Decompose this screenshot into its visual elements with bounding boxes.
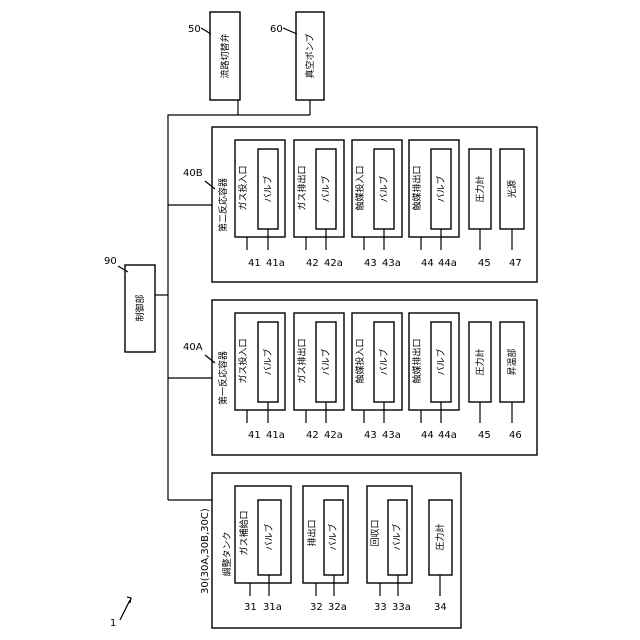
port-name: 排出口 [306,519,318,546]
valve-name: バルブ [391,523,403,550]
gauge-name: 圧力計 [434,523,446,550]
adjustment-tank: 調整タンク 30(30A,30B,30C) ガス補給口 バルブ 31 31a 排… [200,473,461,628]
valve-number: 32a [328,602,347,613]
port-name: 触媒投入口 [354,165,366,210]
tank-name: 調整タンク [221,531,233,576]
port-number: 41 [248,430,261,441]
port-number: 44 [421,430,434,441]
light-source-name: 光源 [506,180,518,198]
valve-name: バルブ [262,175,274,202]
valve-name: バルブ [320,348,332,375]
valve-name: バルブ [327,523,339,550]
port-name: ガス補給口 [238,510,250,555]
port-number: 42 [306,258,319,269]
vacuum-pump-name: 真空ポンプ [304,34,316,79]
valve-number: 41a [266,430,285,441]
valve-name: バルブ [378,348,390,375]
valve-number: 31a [263,602,282,613]
valve-number: 44a [438,258,457,269]
valve-name: バルブ [262,348,274,375]
gauge-name: 圧力計 [474,175,486,202]
port-name: ガス投入口 [237,165,249,210]
heater-name: 昇温部 [506,348,518,375]
port-number: 31 [244,602,257,613]
port-number: 41 [248,258,261,269]
switch-valve-name: 流路切替弁 [219,33,231,78]
valve-name: バルブ [378,175,390,202]
port-number: 32 [310,602,323,613]
gauge-number: 34 [434,602,447,613]
system-number: 1 [110,618,116,629]
valve-number: 44a [438,430,457,441]
first-reactor: 第一反応容器 40A ガス投入口 バルブ 41 41a ガス排出口 バルブ 42… [183,300,537,455]
port-name: ガス排出口 [296,165,308,210]
port-number: 43 [364,258,377,269]
valve-number: 42a [324,430,343,441]
valve-name: バルブ [435,348,447,375]
valve-name: バルブ [263,523,275,550]
controller-number: 90 [104,256,117,267]
reactor2-number: 40B [183,168,203,179]
port-number: 43 [364,430,377,441]
tank-number: 30(30A,30B,30C) [200,508,211,594]
port-number: 44 [421,258,434,269]
reactor2-name: 第二反応容器 [217,178,229,232]
second-reactor: 第二反応容器 40B ガス投入口 バルブ 41 41a ガス排出口 バルブ 42… [183,127,537,282]
valve-number: 43a [382,430,401,441]
port-number: 42 [306,430,319,441]
valve-name: バルブ [320,175,332,202]
valve-name: バルブ [435,175,447,202]
valve-number: 33a [392,602,411,613]
reactor1-number: 40A [183,342,203,353]
gauge-number: 45 [478,430,491,441]
gauge-number: 45 [478,258,491,269]
switch-valve-number: 50 [188,24,201,35]
valve-number: 41a [266,258,285,269]
controller: 制御部 90 [104,256,155,352]
controller-name: 制御部 [134,294,146,321]
port-name: ガス投入口 [237,338,249,383]
valve-number: 43a [382,258,401,269]
port-name: 回収口 [369,519,381,546]
port-name: 触媒排出口 [411,338,423,383]
system-leader [120,600,130,620]
vacuum-pump-number: 60 [270,24,283,35]
vacuum-pump: 真空ポンプ 60 [270,12,324,100]
port-name: ガス排出口 [296,338,308,383]
light-source-number: 47 [509,258,522,269]
port-number: 33 [374,602,387,613]
gauge-name: 圧力計 [474,348,486,375]
vacuum-pump-leader [283,28,297,34]
valve-number: 42a [324,258,343,269]
heater-number: 46 [509,430,522,441]
reactor1-name: 第一反応容器 [217,351,229,405]
port-name: 触媒投入口 [354,338,366,383]
switch-valve: 流路切替弁 50 [188,12,240,100]
port-name: 触媒排出口 [411,165,423,210]
